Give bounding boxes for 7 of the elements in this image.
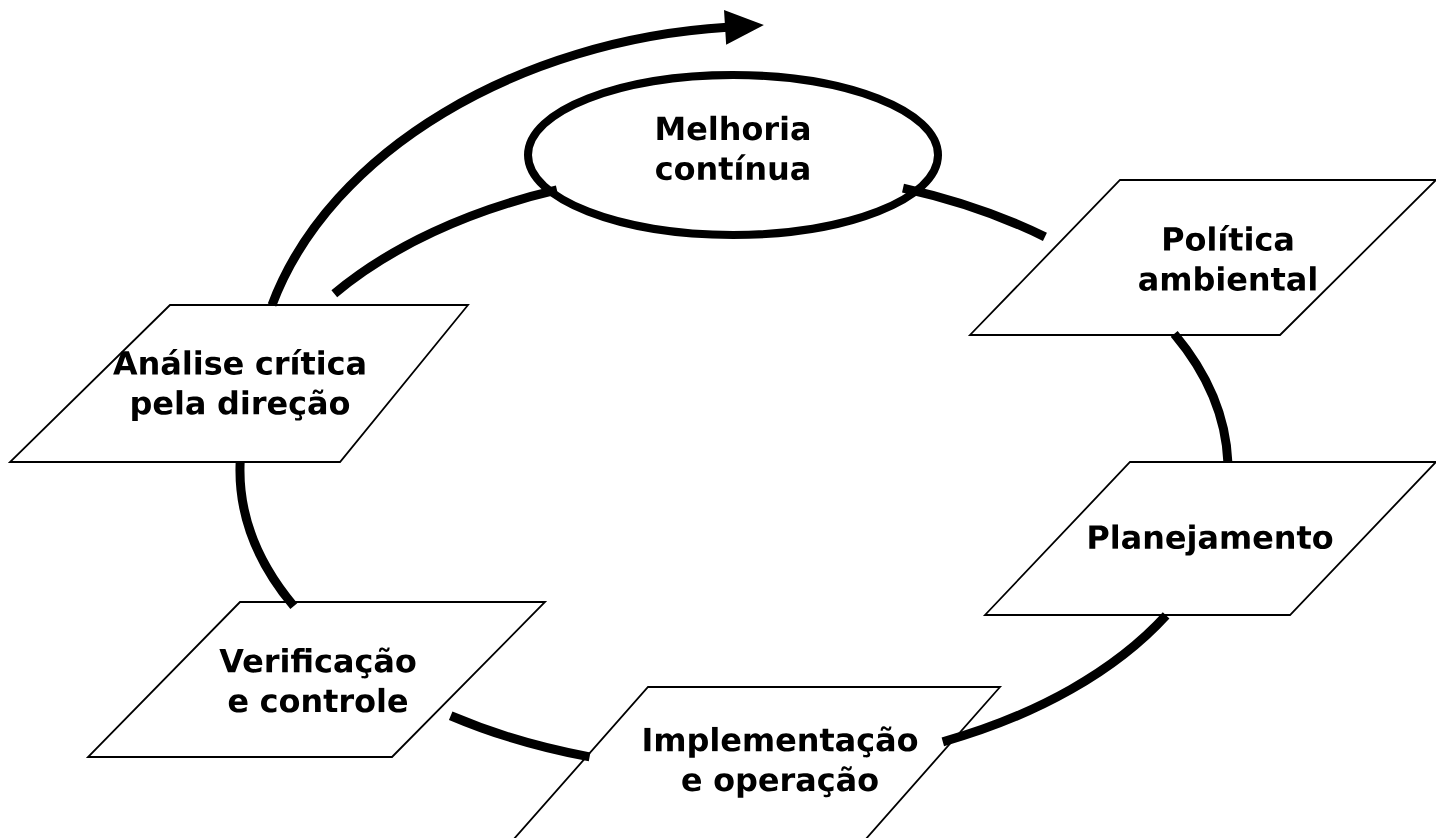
ellipse-node: Melhoria contínua	[524, 71, 942, 239]
connector-line	[941, 612, 1170, 747]
connector-line	[331, 185, 558, 298]
connector-line	[448, 711, 591, 762]
connector-line	[1170, 331, 1233, 463]
connector-line	[902, 183, 1047, 241]
connector-line	[235, 462, 298, 609]
